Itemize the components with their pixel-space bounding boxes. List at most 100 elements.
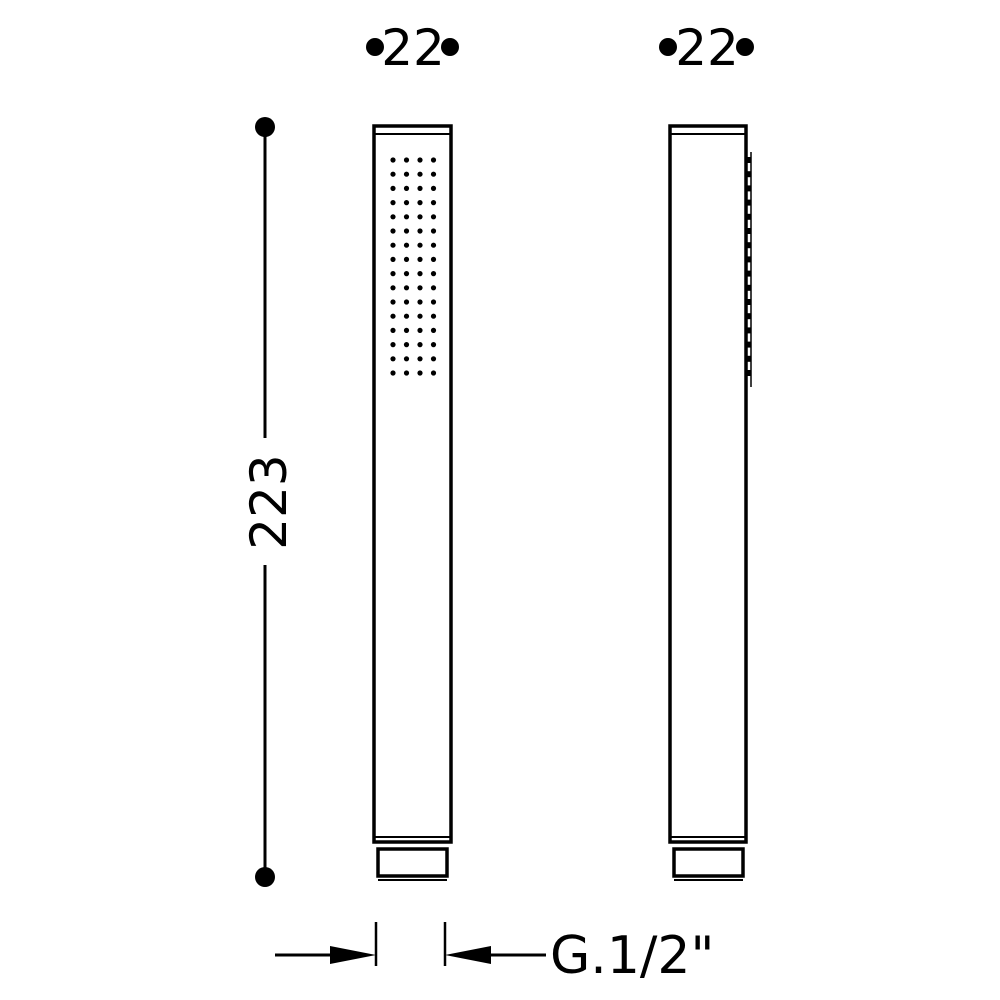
connection-dimension: G.1/2" bbox=[275, 922, 714, 986]
spray-nozzle-dot bbox=[417, 299, 423, 305]
spray-nozzle-dot bbox=[403, 185, 410, 191]
spray-nozzle-dot bbox=[403, 356, 410, 362]
spray-nozzle-dot bbox=[417, 157, 423, 163]
height-label: 223 bbox=[240, 454, 298, 549]
spray-nozzle-dot bbox=[430, 313, 437, 319]
hose-connector bbox=[376, 847, 449, 881]
spray-nozzle-dot bbox=[417, 285, 423, 291]
side-nozzle-tick bbox=[746, 185, 751, 192]
spray-nozzle-dot bbox=[390, 285, 396, 291]
side-nozzle-tick bbox=[746, 270, 751, 277]
spray-nozzle-dot bbox=[403, 157, 410, 163]
spray-nozzle-dot bbox=[430, 299, 437, 305]
spray-nozzle-dot bbox=[430, 356, 437, 362]
side-nozzle-tick bbox=[746, 256, 751, 263]
spray-nozzle-dot bbox=[390, 200, 396, 206]
spray-nozzle-dot bbox=[417, 313, 423, 319]
connector-nut bbox=[376, 847, 449, 878]
side-nozzle-tick bbox=[746, 327, 751, 334]
spray-nozzle-dot bbox=[430, 256, 437, 262]
handle-body-outline bbox=[668, 124, 748, 844]
side-nozzle-tick bbox=[746, 199, 751, 206]
spray-nozzle-dot bbox=[430, 157, 437, 163]
spray-nozzle-dot bbox=[430, 185, 437, 191]
spray-nozzle-dot bbox=[403, 242, 410, 248]
side-nozzle-tick bbox=[746, 313, 751, 320]
spray-nozzle-dot bbox=[417, 256, 423, 262]
spray-nozzle-dot bbox=[417, 200, 423, 206]
dimension-dot-right bbox=[441, 38, 459, 56]
spray-nozzle-grid bbox=[390, 157, 437, 376]
spray-nozzle-dot bbox=[390, 327, 396, 333]
spray-nozzle-dot bbox=[403, 256, 410, 262]
dimension-dot-left bbox=[659, 38, 677, 56]
spray-nozzle-dot bbox=[430, 242, 437, 248]
width-dimension-front: 22 bbox=[366, 19, 459, 77]
spray-nozzle-dot bbox=[403, 299, 410, 305]
spray-nozzle-dot bbox=[390, 271, 396, 277]
spray-nozzle-dot bbox=[417, 327, 423, 333]
spray-nozzle-dot bbox=[390, 313, 396, 319]
spray-nozzle-dot bbox=[430, 285, 437, 291]
spray-nozzle-dot bbox=[430, 214, 437, 220]
spray-nozzle-dot bbox=[417, 228, 423, 234]
spray-nozzle-dot bbox=[390, 228, 396, 234]
spray-nozzle-dot bbox=[417, 171, 423, 177]
spray-nozzle-dot bbox=[403, 313, 410, 319]
side-nozzle-tick bbox=[746, 213, 751, 220]
side-nozzle-tick bbox=[746, 284, 751, 291]
spray-nozzle-dot bbox=[430, 228, 437, 234]
handle-body-outline bbox=[372, 124, 453, 844]
spray-nozzle-dot bbox=[403, 370, 410, 376]
spray-nozzle-dot bbox=[430, 370, 437, 376]
spray-nozzle-dot bbox=[430, 271, 437, 277]
width-label-side: 22 bbox=[675, 19, 739, 77]
side-nozzle-tick bbox=[746, 157, 751, 163]
arrow-head-right bbox=[445, 946, 491, 964]
spray-nozzle-dot bbox=[390, 370, 396, 376]
side-nozzle-tick bbox=[746, 228, 751, 234]
height-dimension: 223 bbox=[240, 117, 298, 887]
spray-nozzle-dot bbox=[403, 171, 410, 177]
spray-nozzle-dot bbox=[403, 214, 410, 220]
spray-nozzle-dot bbox=[417, 370, 423, 376]
spray-nozzle-dot bbox=[430, 342, 437, 348]
spray-nozzle-dot bbox=[390, 185, 396, 191]
side-nozzle-tick bbox=[746, 341, 751, 348]
width-dimension-side: 22 bbox=[659, 19, 754, 77]
spray-nozzle-dot bbox=[417, 356, 423, 362]
spray-nozzle-dot bbox=[403, 342, 410, 348]
spray-nozzle-dot bbox=[403, 285, 410, 291]
dimension-dot-right bbox=[736, 38, 754, 56]
spray-nozzle-dot bbox=[430, 327, 437, 333]
front-view bbox=[372, 124, 453, 881]
connector-nut bbox=[672, 847, 745, 878]
spray-nozzle-dot bbox=[417, 342, 423, 348]
spray-nozzle-dot bbox=[390, 256, 396, 262]
spray-nozzle-dot bbox=[390, 214, 396, 220]
side-nozzle-tick bbox=[746, 370, 751, 376]
spray-nozzle-dot bbox=[430, 171, 437, 177]
spray-nozzle-dot bbox=[417, 214, 423, 220]
spray-nozzle-dot bbox=[430, 200, 437, 206]
spray-nozzle-dot bbox=[390, 157, 396, 163]
spray-nozzle-dot bbox=[403, 200, 410, 206]
spray-nozzle-dot bbox=[403, 228, 410, 234]
width-label-front: 22 bbox=[381, 19, 445, 77]
side-nozzle-tick bbox=[746, 242, 751, 249]
side-nozzle-tick bbox=[746, 171, 751, 178]
hose-connector bbox=[672, 847, 745, 881]
dimension-dot-left bbox=[366, 38, 384, 56]
side-nozzle-tick bbox=[746, 299, 751, 305]
spray-nozzle-dot bbox=[390, 299, 396, 305]
spray-nozzle-dot bbox=[417, 242, 423, 248]
spray-nozzle-dot bbox=[417, 185, 423, 191]
spray-nozzle-dot bbox=[390, 342, 396, 348]
spray-nozzle-dot bbox=[390, 356, 396, 362]
spray-nozzle-dot bbox=[403, 271, 410, 277]
spray-nozzle-dot bbox=[417, 271, 423, 277]
side-nozzle-profile bbox=[746, 152, 752, 387]
side-view bbox=[668, 124, 752, 881]
thread-size-label: G.1/2" bbox=[550, 926, 714, 986]
